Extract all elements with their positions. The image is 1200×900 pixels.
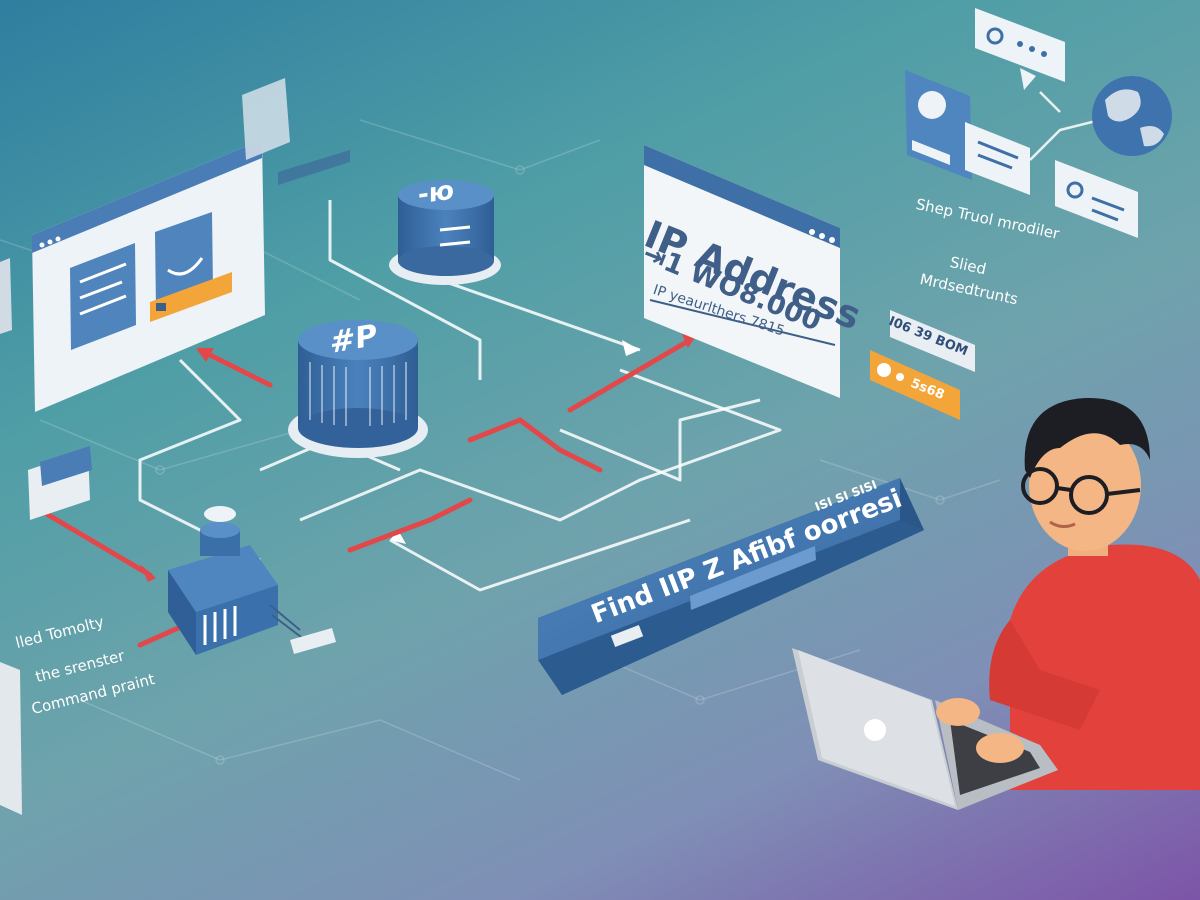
arrowheads <box>390 340 640 544</box>
chat-bubble-icon <box>975 8 1065 90</box>
server-icon <box>168 506 336 655</box>
browser-window-left <box>32 140 265 412</box>
badge-orange <box>870 350 960 420</box>
mini-window-top <box>242 78 350 185</box>
globe-icon <box>1092 76 1172 156</box>
database-top-label: -ю <box>418 175 455 211</box>
person-illustration <box>792 397 1200 810</box>
badge-dark <box>890 310 975 372</box>
chat-bubble-icon-3 <box>1055 160 1138 238</box>
card-left-mid <box>0 258 92 520</box>
chat-bubble-icon-2 <box>965 122 1030 195</box>
search-bar-panel <box>538 478 924 695</box>
red-flow-arrows <box>37 337 693 648</box>
connector-lines-right <box>1029 91 1101 161</box>
network-paths <box>138 200 782 592</box>
user-icon <box>905 70 972 180</box>
monitor-edge-left <box>0 662 22 815</box>
ip-address-card <box>644 145 840 398</box>
database-center-icon <box>288 320 428 458</box>
database-top-icon <box>389 180 501 285</box>
